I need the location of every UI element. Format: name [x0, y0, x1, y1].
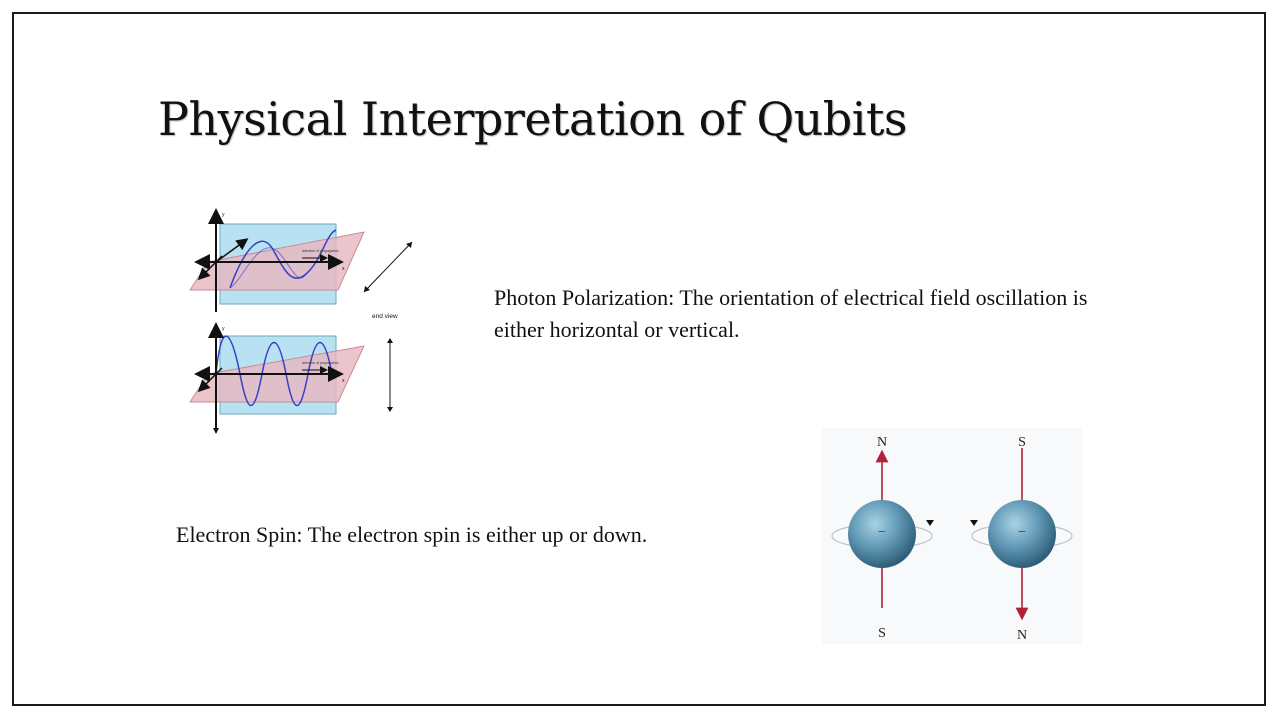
charge-symbol: −	[878, 525, 886, 540]
photon-diagram-vertical: y x direction of propagation	[189, 322, 365, 434]
electron-spin-down: − S N	[970, 435, 1073, 643]
svg-text:y: y	[222, 326, 225, 332]
electron-spin-figure: − N S − S N	[822, 428, 1082, 644]
propagation-label: direction of propagation	[302, 249, 339, 253]
axis-x-label: x	[342, 266, 345, 272]
svg-text:x: x	[342, 378, 345, 384]
electron-spin-up: − N S	[831, 435, 934, 641]
pole-label-south: S	[878, 626, 886, 641]
electron-spin-text: Electron Spin: The electron spin is eith…	[176, 522, 648, 547]
photon-diagram-diagonal: y x direction of propagation	[189, 208, 365, 312]
svg-text:direction of propagation: direction of propagation	[302, 361, 339, 365]
pole-label-north: N	[1017, 628, 1027, 643]
pole-label-south: S	[1018, 435, 1026, 450]
axis-y-label: y	[222, 212, 225, 218]
end-view-diagonal-arrow	[363, 241, 413, 293]
charge-symbol: −	[1018, 525, 1026, 540]
pole-label-north: N	[877, 435, 887, 450]
photon-polarization-figure: y x direction of propagation end view y …	[189, 208, 413, 434]
slide-title: Physical Interpretation of Qubits	[158, 92, 908, 146]
photon-polarization-text: Photon Polarization: The orientation of …	[494, 285, 1088, 342]
end-view-label: end view	[372, 313, 398, 320]
